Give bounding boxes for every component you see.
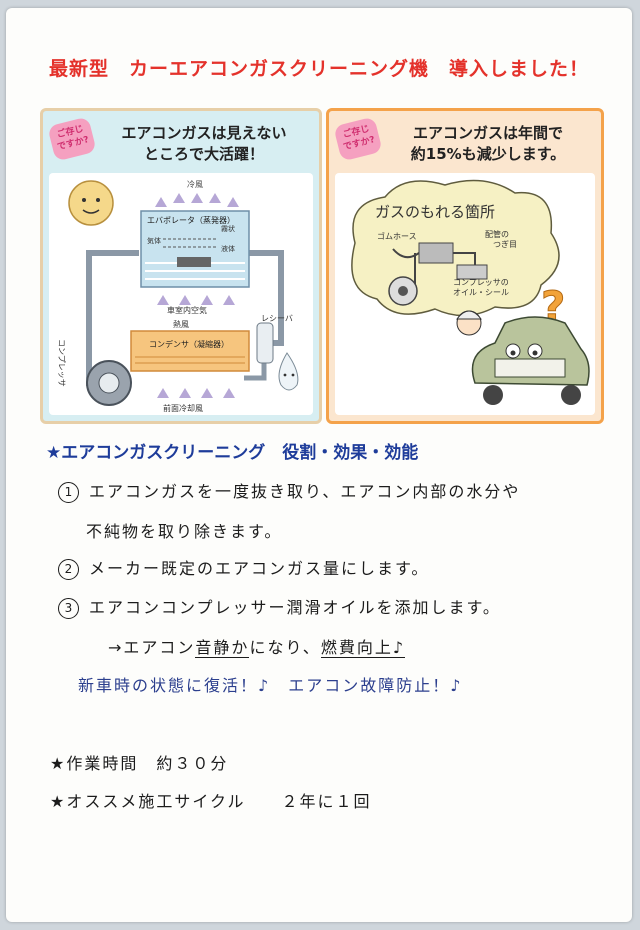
ac-cycle-illustration: 冷風 エバポレータ（蒸発器） 気体 霧状 液体 車室内空気 熱風 コンデンサ（凝… — [57, 179, 299, 413]
panel-ac-cycle: ご存じ ですか? エアコンガスは見えない ところで大活躍！ 冷風 エバポレー — [40, 108, 322, 424]
section-title: ★エアコンガスクリーニング 役割・効果・効能 — [46, 443, 419, 463]
did-you-know-badge: ご存じ ですか? — [47, 116, 97, 162]
result-line: →エアコン音静かになり、燃費向上♪ — [108, 638, 406, 658]
quiet-text: 音静か — [195, 638, 250, 658]
panel-title: エアコンガスは年間で 約15%も減少します。 — [410, 124, 566, 163]
hot-air-label: 熱風 — [173, 319, 189, 329]
svg-text:液体: 液体 — [221, 244, 235, 253]
headline: 最新型 カーエアコンガスクリーニング機 導入しました！ — [48, 58, 589, 80]
svg-text:ゴムホース: ゴムホース — [377, 231, 417, 241]
flyer-sheet: 最新型 カーエアコンガスクリーニング機 導入しました！ ご存じ ですか? エアコ… — [6, 8, 632, 922]
leak-heading: ガスのもれる箇所 — [375, 203, 495, 221]
work-time: ★作業時間 約３０分 — [50, 754, 229, 773]
cabin-air-label: 車室内空気 — [167, 305, 207, 315]
svg-text:気体: 気体 — [147, 236, 161, 245]
item-number: 2 — [58, 559, 79, 580]
svg-text:配管の: 配管の — [485, 229, 509, 239]
benefit-line: 新車時の状態に復活！♪ エアコン故障防止！♪ — [78, 676, 463, 695]
gas-leak-diagram: ガスのもれる箇所 ゴムホース 配管の つぎ目 コンプレッサの オイル・シール ? — [335, 173, 595, 415]
svg-text:オイル・シール: オイル・シール — [453, 288, 509, 297]
did-you-know-badge: ご存じ ですか? — [333, 116, 383, 162]
receiver-label: レシーバ — [261, 314, 293, 323]
panel-title: エアコンガスは見えない ところで大活躍！ — [121, 124, 287, 163]
compressor-label: コンプレッサ — [57, 339, 66, 387]
front-air-label: 前面冷却風 — [163, 403, 203, 413]
condenser-label: コンデンサ（凝縮器） — [149, 339, 229, 349]
item-number: 3 — [58, 598, 79, 619]
evaporator-label: エバポレータ（蒸発器） — [147, 215, 235, 225]
svg-text:霧状: 霧状 — [221, 224, 235, 233]
item-1-cont: 不純物を取り除きます。 — [86, 522, 283, 541]
ac-cycle-diagram: 冷風 エバポレータ（蒸発器） 気体 霧状 液体 車室内空気 熱風 コンデンサ（凝… — [49, 173, 313, 415]
gas-leak-illustration: ガスのもれる箇所 ゴムホース 配管の つぎ目 コンプレッサの オイル・シール ? — [351, 179, 590, 405]
cold-air-label: 冷風 — [187, 179, 203, 189]
item-number: 1 — [58, 482, 79, 503]
panel-gas-leak: ご存じ ですか? エアコンガスは年間で 約15%も減少します。 ガスのもれる箇所… — [326, 108, 604, 424]
service-cycle: ★オススメ施工サイクル ２年に１回 — [50, 792, 372, 811]
svg-text:つぎ目: つぎ目 — [493, 239, 517, 249]
fuel-text: 燃費向上♪ — [320, 638, 406, 658]
svg-text:コンプレッサの: コンプレッサの — [453, 278, 509, 287]
